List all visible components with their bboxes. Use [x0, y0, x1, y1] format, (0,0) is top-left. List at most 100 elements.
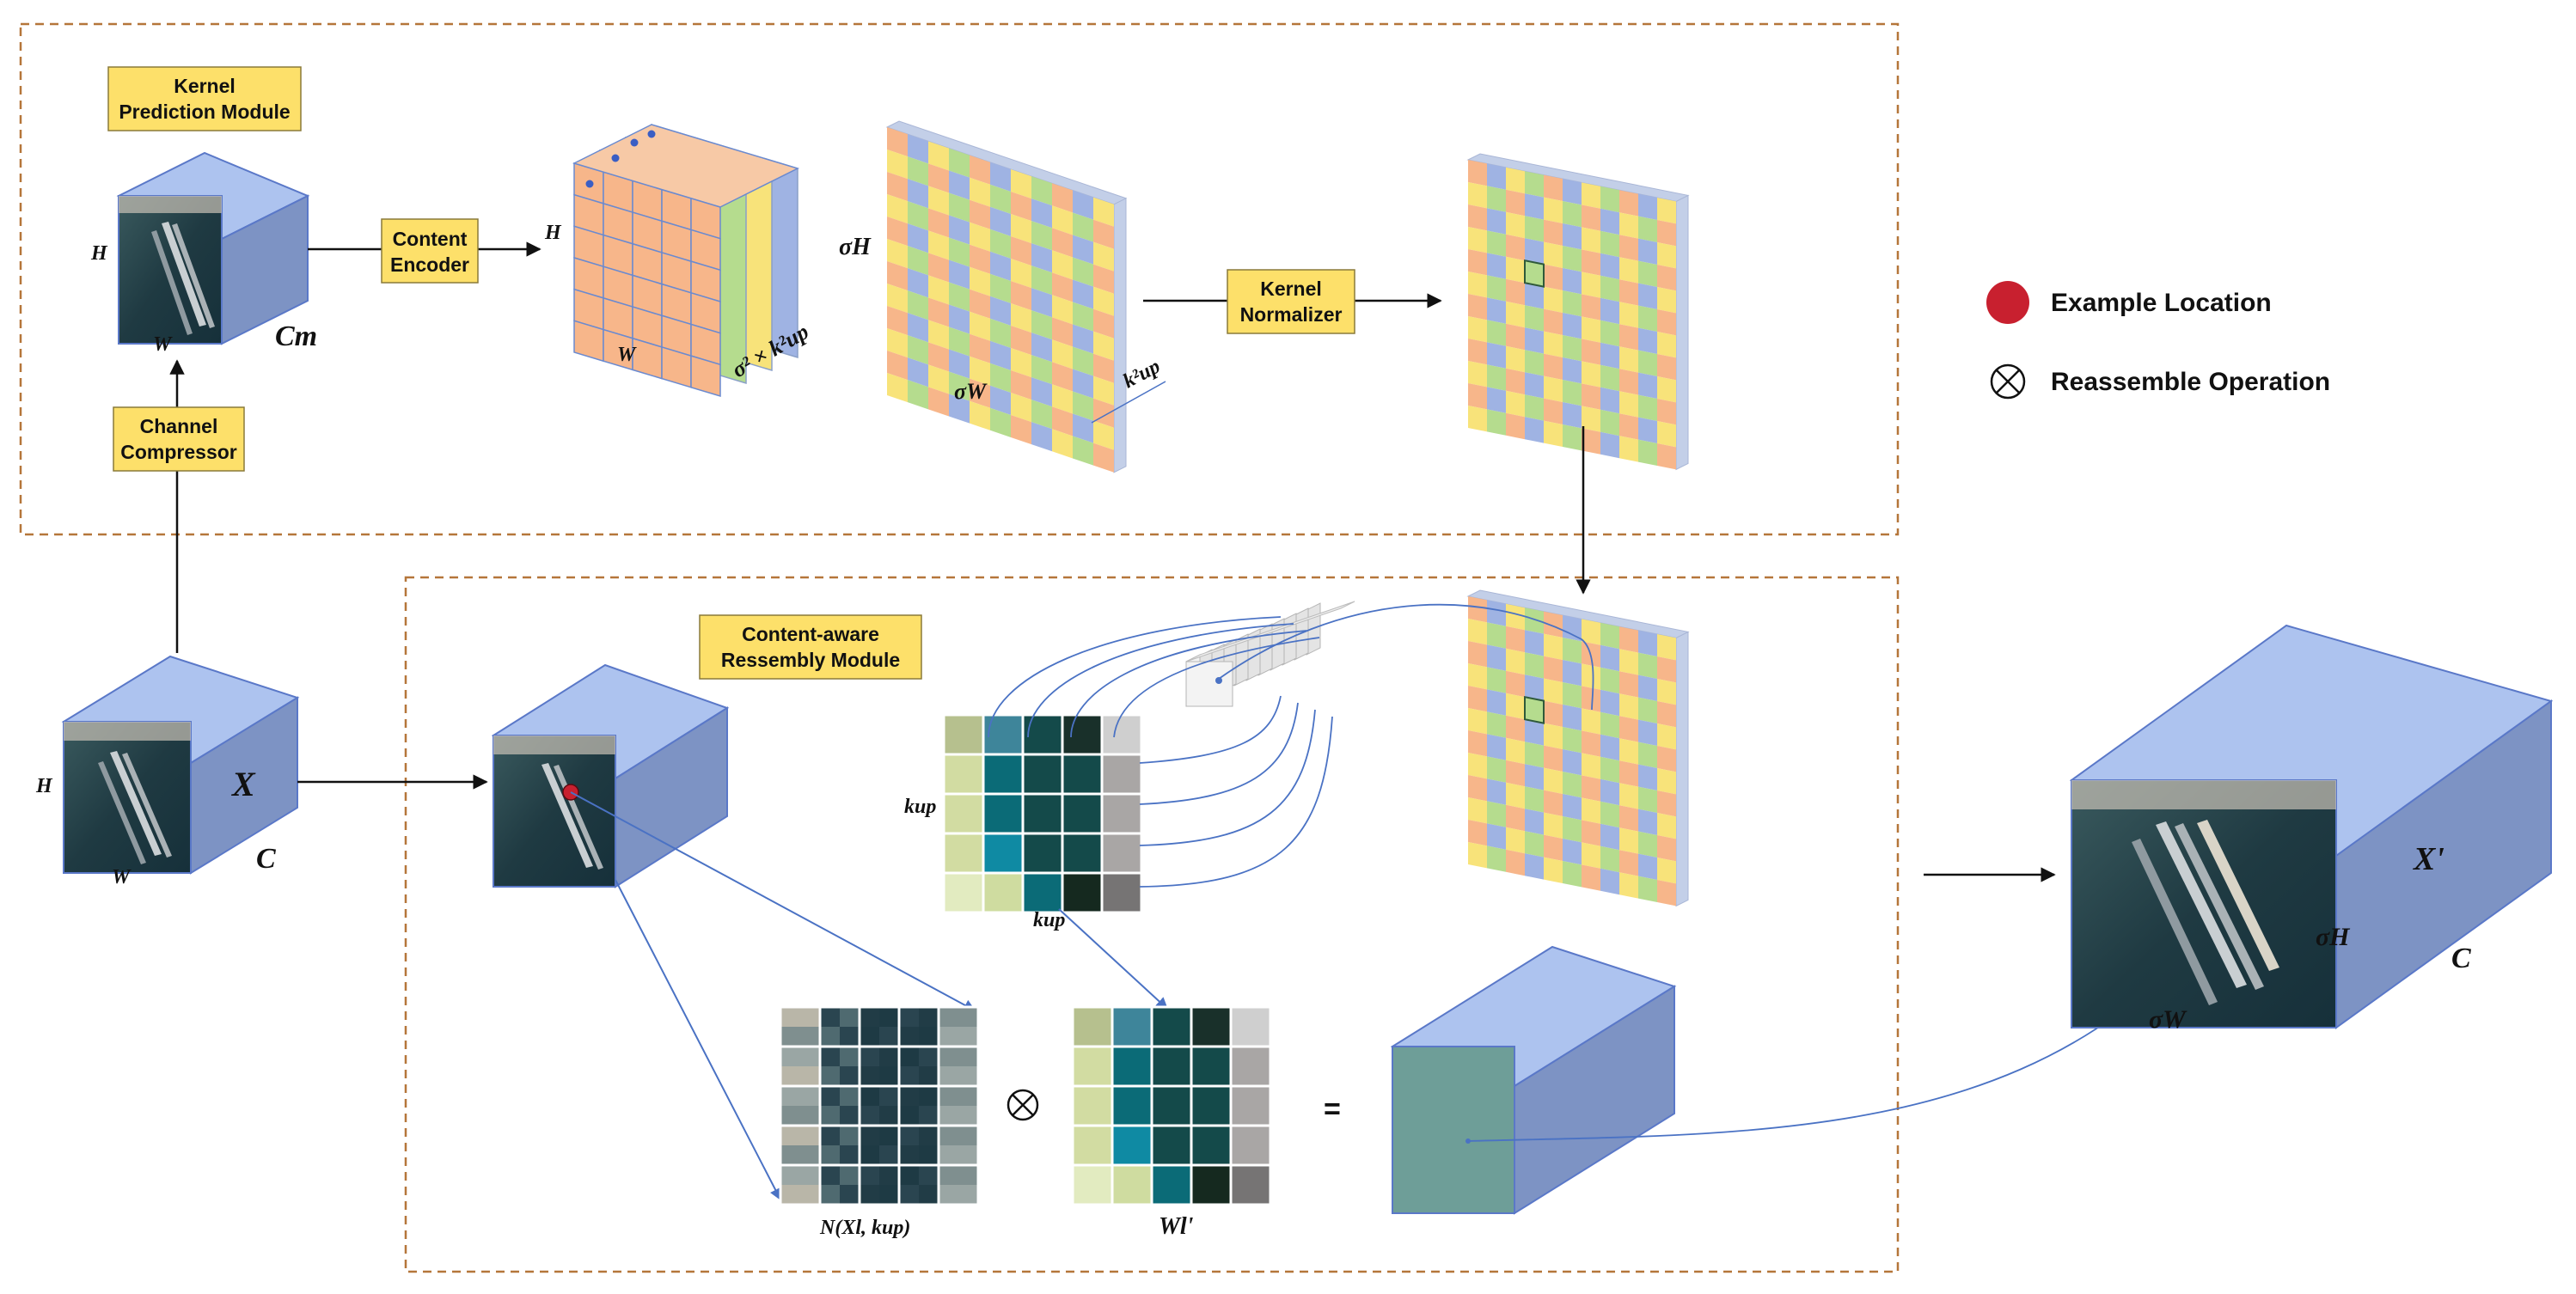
kernel-cell [1638, 742, 1657, 768]
kernel-cell [1544, 264, 1563, 290]
label-C-2: C [2451, 943, 2471, 974]
kernel-cell [1073, 346, 1093, 376]
kernel-cell [1582, 775, 1600, 802]
kernel-cell [1031, 333, 1052, 363]
kernel-cell [1073, 235, 1093, 265]
grid-cell [982, 871, 1025, 914]
kernel-cell [1582, 820, 1600, 846]
kernel-cell [990, 206, 1011, 236]
grid-cell [1150, 1045, 1193, 1088]
kernel-cell [1582, 272, 1600, 298]
kernel-cell [1600, 320, 1619, 347]
kernel-cell [887, 172, 908, 202]
kernel-cell [1487, 711, 1506, 738]
kernel-cell [1544, 656, 1563, 682]
kernel-cell [1638, 831, 1657, 858]
kernel-normalizer-box: Kernel Normalizer [1227, 269, 1355, 334]
kernel-cell [1487, 163, 1506, 190]
kernel-cell [1619, 805, 1638, 832]
kernel-cell [1544, 420, 1563, 447]
grid-cell [1190, 1124, 1233, 1167]
kernel-cell [1657, 790, 1676, 817]
kernel-cell [1638, 372, 1657, 399]
kernel-cell [1563, 179, 1582, 205]
kernel-cell [1638, 238, 1657, 265]
kernel-cell [1619, 872, 1638, 899]
kernel-cell [1487, 342, 1506, 369]
kernel-cell [1582, 406, 1600, 432]
grid-cell [1071, 1005, 1114, 1048]
kernel-cell [908, 246, 928, 276]
grid-cell [942, 871, 985, 914]
kernel-cell [1619, 257, 1638, 284]
kernel-cell [1582, 686, 1600, 712]
kernel-cell [1600, 342, 1619, 369]
kernel-prediction-module-label: Kernel Prediction Module [107, 66, 302, 131]
kernel-cell [1525, 394, 1544, 421]
kernel-cell [908, 380, 928, 410]
kernel-cell [1544, 723, 1563, 749]
kernel-cell [1506, 715, 1525, 742]
kernel-cell [908, 268, 928, 298]
grid-cell [1071, 1045, 1114, 1088]
label-H-2: H [544, 222, 562, 244]
kernel-cell [949, 237, 970, 267]
kernel-cell [1638, 350, 1657, 376]
kernel-cell [928, 141, 949, 171]
kernel-cell [1563, 772, 1582, 798]
kernel-cell [908, 357, 928, 388]
kernel-cell [990, 184, 1011, 214]
kernel-cell [1011, 392, 1031, 423]
kernel-cell [1468, 596, 1487, 623]
otimes-icon [1007, 1089, 1039, 1121]
grid-cell [1111, 1045, 1153, 1088]
kernel-cell [1506, 670, 1525, 698]
kernel-cell [1487, 622, 1506, 649]
kernel-cell [1657, 421, 1676, 448]
kernel-cell [1487, 823, 1506, 850]
label-Cm: Cm [275, 320, 317, 352]
grid-cell [1021, 792, 1064, 835]
label-Xprime: X' [2413, 841, 2444, 877]
kernel-cell [908, 201, 928, 231]
kernel-cell [1093, 353, 1114, 383]
svg-text:Kernel: Kernel [174, 75, 236, 97]
kernel-cell [1544, 331, 1563, 357]
kernel-cell [1506, 345, 1525, 373]
kernel-cell [1073, 257, 1093, 287]
grid-cell [1061, 832, 1104, 875]
kernel-cell [1487, 801, 1506, 827]
kernel-connection-curves [988, 603, 1594, 888]
kernel-cell [1657, 634, 1676, 661]
kernel-cell [970, 356, 990, 386]
kernel-cell [1525, 238, 1544, 265]
kernel-cell [1525, 674, 1544, 701]
kernel-cell [1525, 719, 1544, 746]
grid-cell [942, 713, 985, 756]
label-C-1: C [256, 843, 276, 875]
svg-text:Content-aware: Content-aware [742, 623, 879, 645]
kernel-cell [1582, 361, 1600, 388]
kernel-cell [1657, 656, 1676, 683]
kernel-cell [1525, 630, 1544, 656]
kernel-cell [1506, 256, 1525, 284]
legend-example-location: Example Location [2051, 289, 2272, 317]
kernel-cell [1619, 212, 1638, 239]
content-aware-frame [404, 576, 1900, 1273]
kernel-cell [1052, 406, 1073, 436]
kernel-cell [990, 229, 1011, 259]
kernel-cell [1093, 331, 1114, 361]
kernel-cell [1563, 705, 1582, 731]
kernel-cell [1657, 701, 1676, 728]
kernel-cell [1093, 398, 1114, 428]
kernel-cell [1582, 249, 1600, 276]
kernel-cell [1506, 167, 1525, 194]
kernel-cell [1011, 302, 1031, 333]
kernel-cell [928, 297, 949, 327]
kernel-cell [1600, 868, 1619, 895]
grid-cell [982, 753, 1025, 796]
kernel-cell [928, 364, 949, 394]
grid-cell [1100, 832, 1143, 875]
content-aware-module-label: Content-aware Ressembly Module [699, 614, 922, 680]
label-W-3: W [112, 866, 132, 888]
